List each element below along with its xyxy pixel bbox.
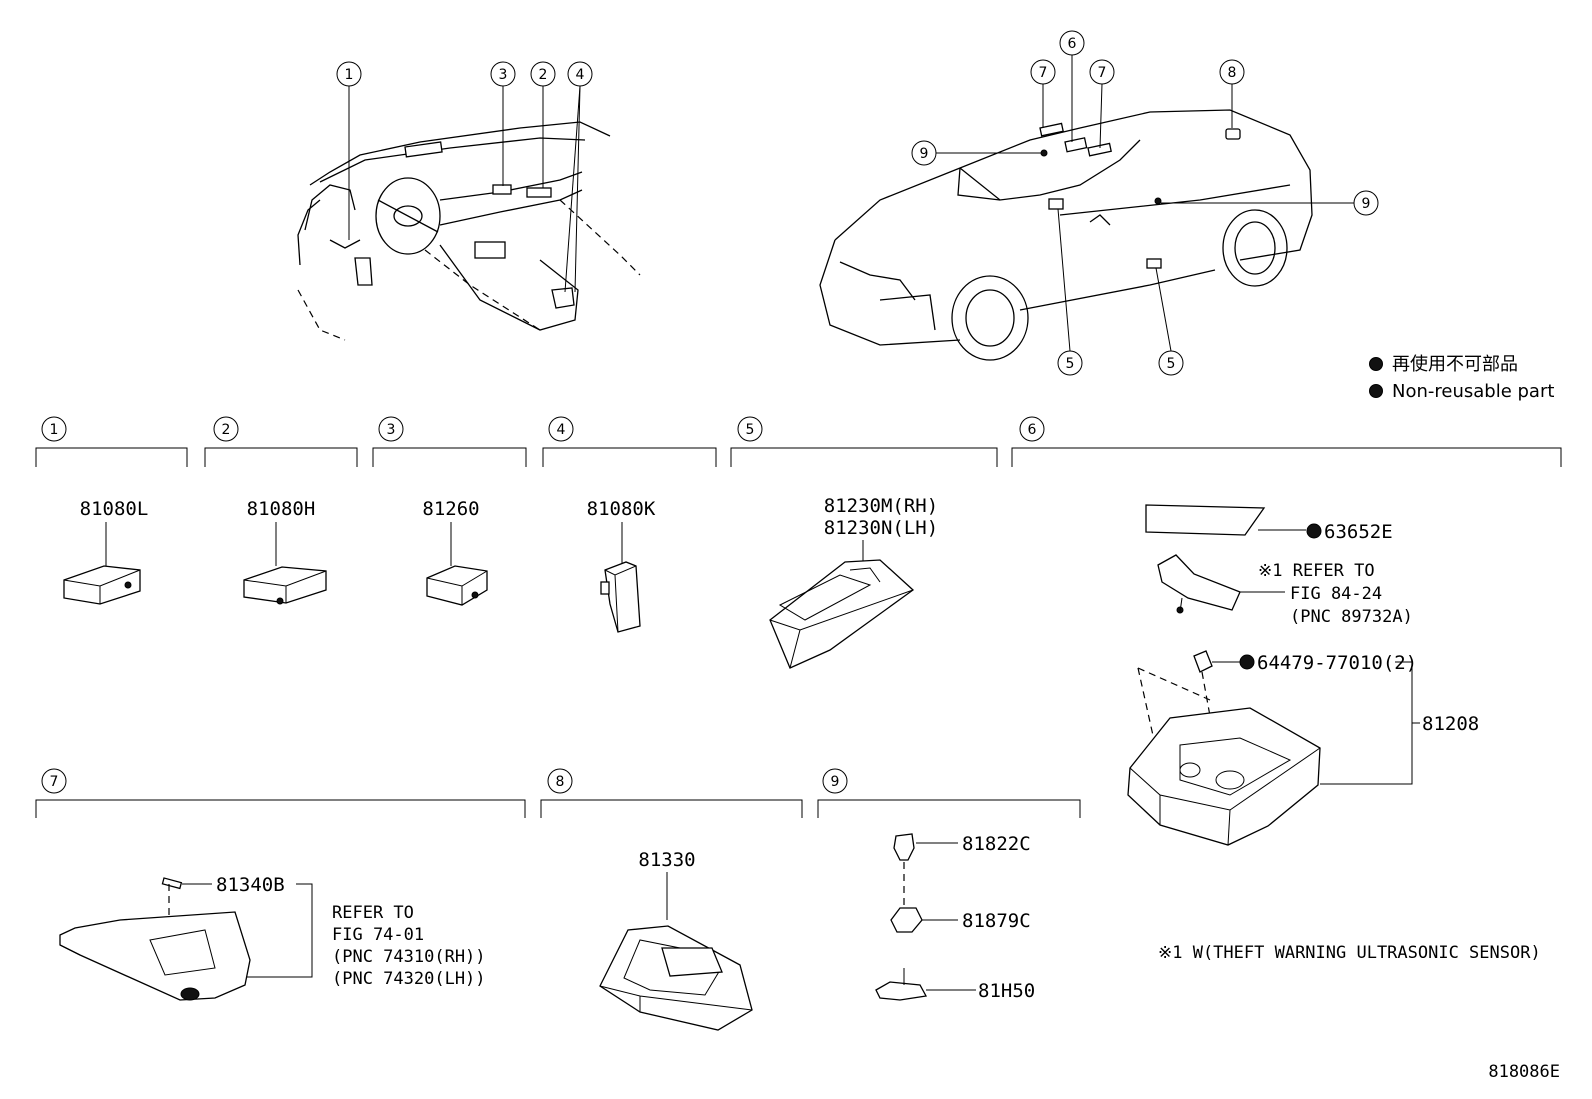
part-number-label: 81080H [247, 498, 316, 520]
group-number: 6 [1028, 422, 1037, 438]
callout-number: 3 [499, 67, 508, 83]
part-group-2: 81080H [243, 498, 327, 605]
group-number: 2 [222, 422, 231, 438]
group-number: 4 [557, 422, 566, 438]
refer-note-line: FIG 74-01 [332, 925, 424, 945]
part-number-label: 81260 [422, 498, 479, 520]
part-group-8: 81330 [599, 849, 753, 1031]
refer-note-line: (PNC 74310(RH)) [332, 947, 486, 967]
sensor-part-icon [604, 561, 641, 633]
refer-note-line: (PNC 74320(LH)) [332, 969, 486, 989]
part-number-label: 81080K [587, 498, 656, 520]
non-reusable-bullet-icon [1239, 654, 1255, 670]
car-callout-5-left: 5 [1057, 208, 1083, 376]
non-reusable-bullet-icon [1306, 523, 1322, 539]
refer-note-line: ※1 REFER TO [1258, 561, 1375, 581]
sensor-part-icon [426, 565, 488, 606]
car-callout-7-left: 7 [1030, 59, 1056, 128]
illustration-number: 818086E [1488, 1062, 1560, 1082]
interior-callout-2: 2 [530, 61, 556, 188]
part-number-label: 81340B [216, 874, 285, 896]
part-number-label: 81208 [1422, 713, 1479, 735]
callout-number: 7 [1039, 65, 1048, 81]
pin-part-icon [161, 877, 183, 890]
group-header-6: 6 [1011, 416, 1562, 467]
part-number-label: 81080L [80, 498, 149, 520]
part-number-label: 64479-77010(2) [1257, 652, 1417, 674]
callout-number: 7 [1098, 65, 1107, 81]
non-reusable-bullet-icon [1369, 384, 1383, 398]
interior-callout-1: 1 [336, 61, 362, 240]
group-header-5: 5 [730, 416, 998, 467]
part-number-label: 81H50 [978, 980, 1035, 1002]
legend-japanese: 再使用不可部品 [1392, 354, 1518, 375]
car-callout-9-right: 9 [1161, 190, 1379, 216]
car-overview-illustration [819, 109, 1313, 361]
group-header-8: 8 [540, 768, 803, 818]
sensor-bracket-icon [1157, 554, 1241, 611]
refer-note-line: FIG 84-24 [1290, 584, 1382, 604]
group-number: 3 [387, 422, 396, 438]
harness-part-icon [875, 981, 928, 1001]
clip-part-icon [1193, 650, 1213, 673]
group-number: 8 [556, 774, 565, 790]
callout-number: 9 [1362, 196, 1371, 212]
interior-callout-4: 4 [564, 61, 593, 293]
car-callout-5-right: 5 [1155, 267, 1184, 376]
sensor-part-icon [243, 566, 327, 604]
part-group-7: 81340B REFER TO FIG 74-01 (PNC 74310(RH)… [59, 874, 486, 1001]
group-header-2: 2 [204, 416, 358, 467]
footnote: ※1 W(THEFT WARNING ULTRASONIC SENSOR) [1158, 943, 1541, 963]
part-number-label: 81879C [962, 910, 1031, 932]
group-number: 7 [50, 774, 59, 790]
lamp-part-icon [769, 559, 915, 669]
car-callout-8: 8 [1219, 59, 1245, 128]
group-header-4: 4 [542, 416, 717, 467]
interior-callout-3: 3 [490, 61, 516, 186]
car-callout-9-left: 9 [911, 140, 1041, 166]
pad-part-icon [1145, 504, 1266, 536]
group-header-9: 9 [817, 768, 1081, 818]
refer-note-line: REFER TO [332, 903, 414, 923]
group-number: 9 [831, 774, 840, 790]
group-header-1: 1 [35, 416, 188, 467]
part-group-3: 81260 [422, 498, 488, 606]
part-group-4: 81080K [587, 498, 656, 633]
sun-visor-part-icon [59, 911, 251, 1001]
part-group-6: 63652E ※1 REFER TO FIG 84-24 (PNC 89732A… [1127, 504, 1479, 846]
group-number: 5 [746, 422, 755, 438]
overhead-console-part-icon [1127, 707, 1321, 846]
legend-english: Non-reusable part [1392, 381, 1554, 402]
refer-note-line: (PNC 89732A) [1290, 607, 1413, 627]
callout-number: 1 [345, 67, 354, 83]
interior-overview-illustration [297, 121, 641, 341]
callout-number: 6 [1068, 36, 1077, 52]
part-group-9: 81822C 81879C 81H50 [875, 833, 1035, 1002]
non-reusable-bullet-icon [1369, 357, 1383, 371]
part-group-1: 81080L [63, 498, 149, 605]
callout-number: 9 [920, 146, 929, 162]
legend: 再使用不可部品 Non-reusable part [1369, 354, 1554, 402]
group-number: 1 [50, 422, 59, 438]
callout-number: 8 [1228, 65, 1237, 81]
group-header-7: 7 [35, 768, 526, 818]
socket-part-icon [890, 907, 923, 933]
bulb-part-icon [893, 833, 915, 861]
car-callout-6: 6 [1059, 30, 1085, 142]
callout-number: 4 [576, 67, 585, 83]
callout-number: 5 [1167, 356, 1176, 372]
part-number-label: 81330 [638, 849, 695, 871]
part-number-label: 81822C [962, 833, 1031, 855]
part-group-5: 81230M(RH) 81230N(LH) [769, 495, 938, 669]
part-number-label: 63652E [1324, 521, 1393, 543]
part-number-label: 81230M(RH) [824, 495, 938, 517]
callout-number: 5 [1066, 356, 1075, 372]
part-number-label: 81230N(LH) [824, 517, 938, 539]
car-callout-7-right: 7 [1089, 59, 1115, 149]
callout-number: 2 [539, 67, 548, 83]
group-header-3: 3 [372, 416, 527, 467]
lamp-part-icon [599, 925, 753, 1031]
